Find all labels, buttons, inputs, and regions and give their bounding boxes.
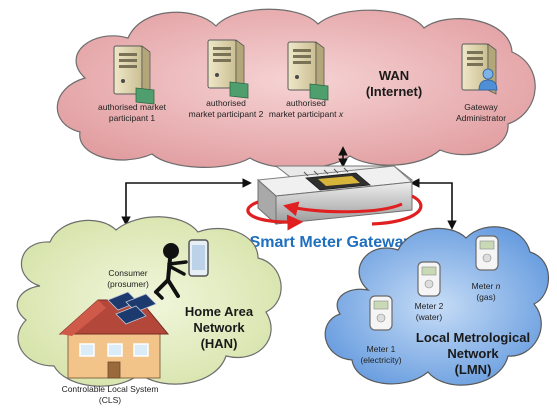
meter-icon	[475, 235, 499, 271]
meter-icon	[417, 261, 441, 297]
participant-x-suffix: x	[338, 109, 344, 119]
han-title-line1: Home Area	[185, 304, 254, 319]
consumer-line2: (prosumer)	[107, 279, 149, 289]
server-icon	[287, 41, 329, 101]
lmn-title-line3: (LMN)	[455, 362, 492, 377]
consumer-icon	[154, 243, 188, 300]
wan-title-line2: (Internet)	[366, 84, 422, 99]
admin-line2: Administrator	[456, 113, 506, 123]
cls-line2: (CLS)	[99, 395, 121, 405]
meter-2-name: Meter 2	[415, 301, 444, 311]
meter-n-name-text: Meter	[472, 281, 496, 291]
gateway-label: Smart Meter Gateway	[250, 234, 413, 251]
house-icon	[58, 291, 170, 379]
server-icon	[113, 45, 155, 105]
server-icon	[207, 39, 249, 99]
tablet-icon	[188, 239, 209, 277]
lmn-title-line2: Network	[447, 346, 499, 361]
han-title-line3: (HAN)	[201, 336, 238, 351]
wan-title-line1: WAN	[379, 68, 409, 83]
chip-icon	[303, 167, 371, 191]
meter-n-sub: (gas)	[476, 292, 496, 302]
lmn-title-line1: Local Metrological	[416, 330, 530, 345]
meter-1-sub: (electricity)	[360, 355, 401, 365]
rotation-arrows	[246, 194, 423, 231]
cls-line1: Controlable Local System	[62, 384, 159, 394]
connector-arrows	[121, 146, 457, 230]
wan-title: WAN (Internet)	[366, 68, 422, 99]
han-title-line2: Network	[193, 320, 245, 335]
meter-icon	[369, 295, 393, 331]
participant-2-line2: market participant 2	[189, 109, 264, 119]
consumer-line1: Consumer	[108, 268, 147, 278]
gateway-device-icon	[246, 165, 423, 231]
participant-x-line1: authorised	[286, 98, 326, 108]
participant-1-line1: authorised market	[98, 102, 167, 112]
gateway-han-arrow	[121, 178, 252, 226]
meter-n-name: Meter n	[472, 281, 501, 291]
participant-2-line1: authorised	[206, 98, 246, 108]
participant-1-line2: participant 1	[109, 113, 156, 123]
gateway-lmn-arrow	[410, 178, 457, 230]
meter-2-sub: (water)	[416, 312, 443, 322]
participant-x-line2-text: market participant	[269, 109, 339, 119]
participant-x-line2: market participant x	[269, 109, 344, 119]
admin-server-icon	[461, 43, 497, 95]
meter-1-name: Meter 1	[367, 344, 396, 354]
admin-line1: Gateway	[464, 102, 498, 112]
admin-user-icon	[478, 68, 498, 91]
meter-n-suffix: n	[496, 281, 501, 291]
